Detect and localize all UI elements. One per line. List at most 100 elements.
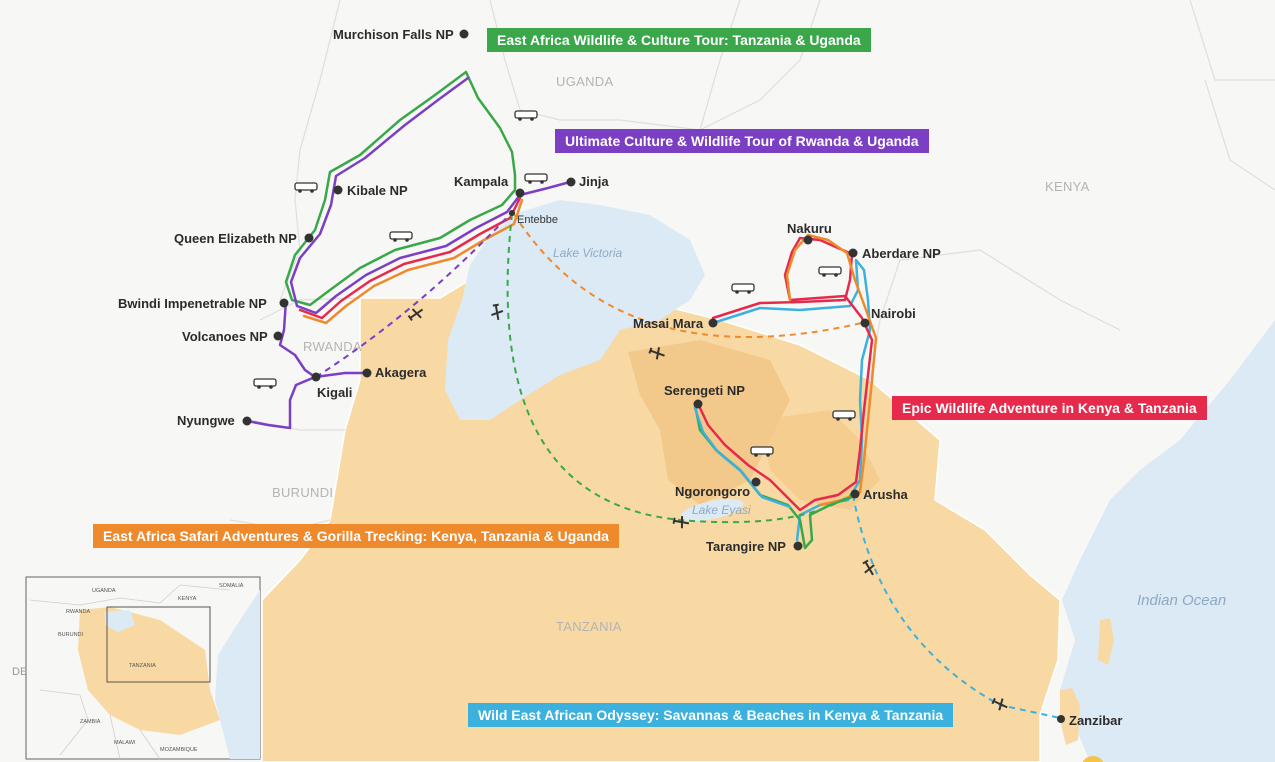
inset-label-mozambique: MOZAMBIQUE [160, 747, 198, 753]
inset-label-zambia: ZAMBIA [80, 719, 101, 725]
country-label-rwanda: RWANDA [303, 339, 362, 354]
place-dots [242, 29, 1065, 723]
place-label-nakuru: Nakuru [787, 221, 832, 236]
car-icon [832, 410, 856, 421]
indian-ocean [1060, 320, 1275, 762]
water-label-lake-victoria: Lake Victoria [553, 246, 622, 260]
location-dot-icon[interactable] [848, 248, 858, 258]
location-dot-icon[interactable] [803, 235, 813, 245]
location-dot-icon[interactable] [515, 188, 525, 198]
place-label-volcanoes: Volcanoes NP [182, 329, 268, 344]
location-dot-icon[interactable] [708, 318, 718, 328]
location-dot-icon[interactable] [362, 368, 372, 378]
country-borders [229, 0, 1275, 531]
place-label-tarangire: Tarangire NP [706, 539, 786, 554]
lake-victoria [445, 200, 705, 420]
flight-entebbe-arusha[interactable] [506, 213, 853, 524]
legend-tour-epic-wildlife[interactable]: Epic Wildlife Adventure in Kenya & Tanza… [892, 396, 1207, 420]
location-dot-icon[interactable] [1057, 715, 1065, 723]
place-label-serengeti: Serengeti NP [664, 383, 745, 398]
inset-label-malawi: MALAWI [114, 740, 136, 746]
zanzibar-island [1060, 688, 1080, 745]
place-label-aberdare: Aberdare NP [862, 246, 941, 261]
route-kenya-loop[interactable] [693, 233, 878, 550]
flight-routes [315, 211, 1061, 719]
plane-icons [407, 303, 1008, 711]
car-icon [253, 378, 277, 389]
car-icon [514, 110, 538, 121]
inset-map: UGANDA SOMALIA KENYA RWANDA BURUNDI TANZ… [12, 576, 261, 760]
flight-kigali-entebbe[interactable] [315, 211, 513, 378]
plane-icon [648, 347, 665, 360]
place-label-murchison: Murchison Falls NP [333, 27, 454, 42]
location-dot-icon[interactable] [860, 318, 870, 328]
car-icon [750, 446, 774, 457]
car-icon [294, 182, 318, 193]
flight-arusha-zanzibar[interactable] [852, 494, 1061, 719]
place-label-jinja: Jinja [579, 174, 609, 189]
place-label-nairobi: Nairobi [871, 306, 916, 321]
place-label-kigali: Kigali [317, 385, 352, 400]
serengeti-park-zone [628, 340, 790, 505]
inset-label-kenya: KENYA [178, 596, 197, 602]
country-label-tanzania: TANZANIA [556, 619, 622, 634]
location-dot-icon[interactable] [459, 29, 469, 39]
location-dot-icon[interactable] [751, 477, 761, 487]
place-label-akagera: Akagera [375, 365, 427, 380]
location-dot-icon[interactable] [509, 210, 515, 216]
location-dot-icon[interactable] [793, 541, 803, 551]
location-dot-icon[interactable] [279, 298, 289, 308]
legend-tour-gorilla-trekking[interactable]: East Africa Safari Adventures & Gorilla … [93, 524, 619, 548]
inset-label-tanzania: TANZANIA [129, 663, 156, 669]
car-icon [731, 283, 755, 294]
plane-icon [862, 559, 875, 576]
location-dot-icon[interactable] [850, 489, 860, 499]
location-dot-icon[interactable] [304, 233, 314, 243]
inset-view-box [106, 606, 211, 683]
car-icons [253, 110, 856, 457]
inset-ocean [215, 590, 260, 759]
place-label-entebbe: Entebbe [517, 214, 558, 226]
plane-icon [991, 697, 1008, 711]
bottom-marker [1082, 756, 1104, 762]
car-icon [389, 231, 413, 242]
inset-label-burundi: BURUNDI [58, 632, 84, 638]
water-label-lake-eyasi: Lake Eyasi [692, 503, 751, 517]
place-label-arusha: Arusha [863, 487, 909, 502]
location-dot-icon[interactable] [311, 372, 321, 382]
legend-tour-wildlife-culture[interactable]: East Africa Wildlife & Culture Tour: Tan… [487, 28, 871, 52]
legend-tour-savannas-beaches[interactable]: Wild East African Odyssey: Savannas & Be… [468, 703, 954, 727]
country-label-uganda: UGANDA [556, 74, 613, 89]
location-dot-icon[interactable] [273, 331, 283, 341]
plane-icon [672, 516, 690, 529]
place-label-nyungwe: Nyungwe [177, 413, 235, 428]
pemba-island [1098, 618, 1114, 665]
place-label-ngorongoro: Ngorongoro [675, 484, 750, 499]
plane-icon [491, 303, 504, 321]
place-label-masai-mara: Masai Mara [633, 316, 704, 331]
location-dot-icon[interactable] [693, 399, 703, 409]
inset-label-edge: DE [12, 666, 27, 678]
flight-entebbe-nairobi[interactable] [513, 213, 867, 338]
location-dot-icon[interactable] [242, 416, 252, 426]
inset-label-rwanda: RWANDA [66, 609, 90, 615]
location-dot-icon[interactable] [566, 177, 576, 187]
route-west-uganda[interactable] [284, 70, 572, 325]
car-icon [524, 173, 548, 184]
plane-icon [407, 308, 424, 322]
place-label-queen-elizabeth: Queen Elizabeth NP [174, 231, 297, 246]
inset-tanzania [78, 607, 220, 735]
location-dot-icon[interactable] [333, 185, 343, 195]
place-label-bwindi: Bwindi Impenetrable NP [118, 296, 267, 311]
country-label-kenya: KENYA [1045, 179, 1090, 194]
place-label-kampala: Kampala [454, 174, 509, 189]
legend-tour-rwanda-uganda[interactable]: Ultimate Culture & Wildlife Tour of Rwan… [555, 129, 929, 153]
lake-eyasi [680, 498, 744, 522]
inset-label-somalia: SOMALIA [219, 583, 244, 589]
country-label-burundi: BURUNDI [272, 485, 333, 500]
inset-label-uganda: UGANDA [92, 588, 116, 594]
route-kigali-akagera[interactable] [314, 371, 368, 379]
place-label-zanzibar: Zanzibar [1069, 713, 1122, 728]
ocean-label-indian-ocean: Indian Ocean [1137, 592, 1226, 609]
